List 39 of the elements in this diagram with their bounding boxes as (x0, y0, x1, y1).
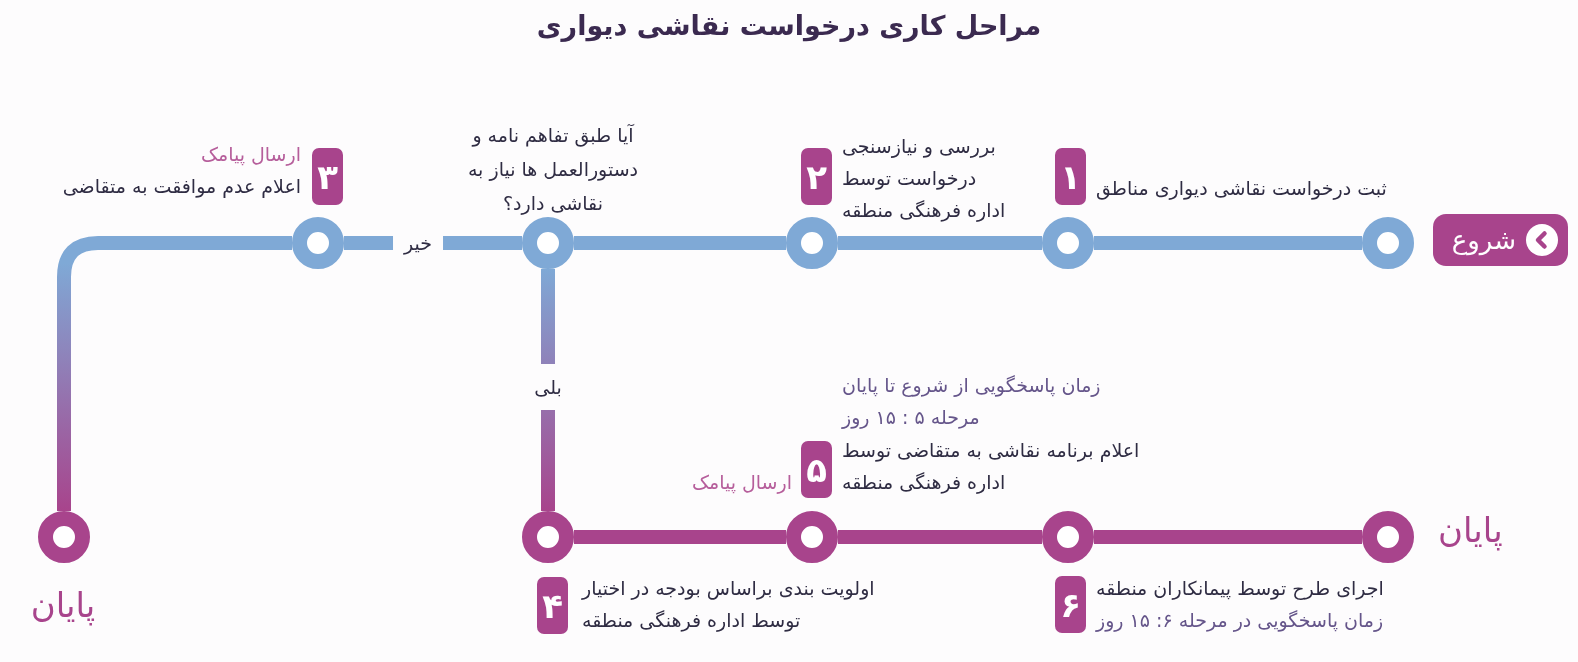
step-description: بررسی و نیازسنجی درخواست توسط اداره فرهنگی منطقه (842, 134, 1007, 224)
step-description: اجرای طرح توسط پیمانکاران منطقه (1096, 576, 1384, 602)
station-circle (522, 217, 574, 269)
step-number-badge: ۲ (801, 148, 832, 205)
end-label: پایان (1438, 509, 1503, 553)
sms-note: ارسال پیامک (201, 142, 301, 168)
step-number-badge: ۴ (537, 577, 568, 634)
station-circle (522, 511, 574, 563)
end-label: پایان (30, 584, 96, 628)
connector-line (574, 530, 786, 544)
step-number-badge: ۱ (1055, 148, 1086, 205)
sms-note: ارسال پیامک (692, 470, 792, 496)
station-circle (786, 511, 838, 563)
connector-line (1094, 530, 1362, 544)
station-circle (1362, 217, 1414, 269)
step-description: ثبت درخواست نقاشی دیواری مناطق (1096, 176, 1387, 202)
station-circle (1042, 217, 1094, 269)
station-circle (38, 511, 90, 563)
step-number-badge: ۵ (801, 441, 832, 498)
diagram-title: مراحل کاری درخواست نقاشی دیواری (536, 9, 1042, 44)
response-time-note: زمان پاسخگویی از شروع تا پایان مرحله ۵ : ۱۵ روز (842, 373, 1102, 431)
station-circle (786, 217, 838, 269)
start-pill (1433, 214, 1568, 266)
station-circle (292, 217, 344, 269)
step-number-badge: ۶ (1055, 576, 1086, 633)
connector-line (1094, 236, 1362, 250)
step-description: اعلام عدم موافقت به متقاضی (62, 174, 301, 200)
connector-line (838, 530, 1042, 544)
step-description: اعلام برنامه نقاشی به متقاضی توسط اداره فرهنگی منطقه (842, 438, 1141, 496)
connector-line (838, 236, 1042, 250)
start-label: شروع (1451, 224, 1516, 257)
station-circle (1042, 511, 1094, 563)
response-time-note: زمان پاسخگویی در مرحله ۶: ۱۵ روز (1096, 608, 1384, 634)
decision-question: آیا طبق تفاهم نامه و دستورالعمل ها نیاز به نقاشی دارد؟ (466, 123, 640, 217)
station-circle (1362, 511, 1414, 563)
connector-line (574, 236, 786, 250)
step-description: اولویت بندی براساس بودجه در اختیار توسط اداره فرهنگی منطقه (582, 576, 876, 634)
connector-line (57, 236, 292, 511)
step-number-badge: ۳ (312, 148, 343, 205)
